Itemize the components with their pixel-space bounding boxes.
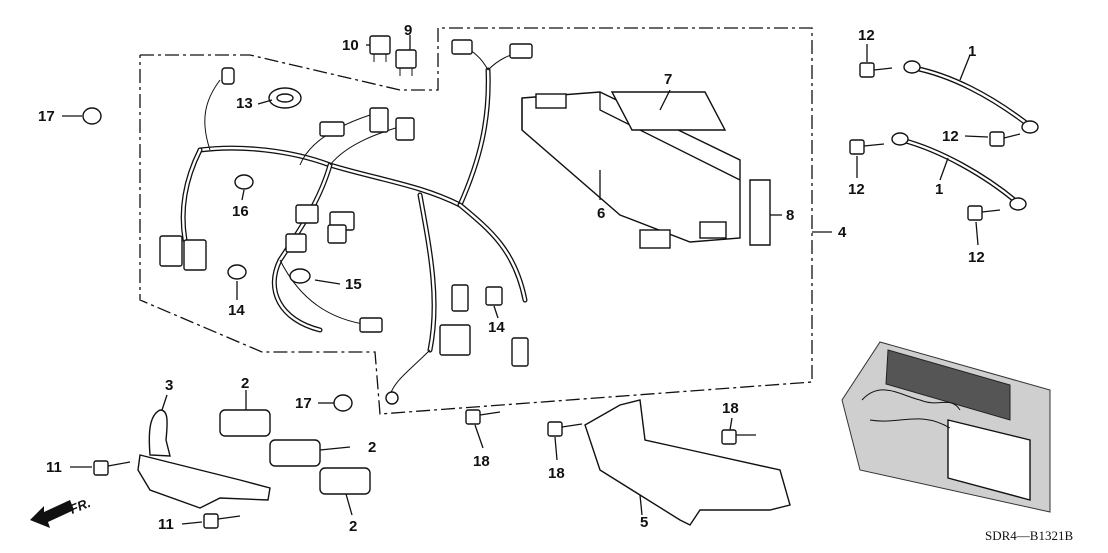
label-17: 17: [38, 108, 55, 125]
assembly-outline: [139, 27, 832, 415]
front-direction-label: FR.: [68, 495, 93, 517]
bolts: [82, 107, 756, 529]
leader-lines: [62, 35, 989, 525]
label-8: 8: [786, 207, 794, 224]
label-6: 6: [597, 205, 605, 222]
label-10: 10: [342, 37, 359, 54]
wire-harness: [159, 39, 533, 405]
diagram-code: SDR4—B1321B: [985, 528, 1073, 543]
label-12: 12: [848, 181, 865, 198]
label-2: 2: [349, 518, 357, 535]
label-5: 5: [640, 514, 648, 531]
label-17: 17: [295, 395, 312, 412]
label-14: 14: [488, 319, 505, 336]
label-13: 13: [236, 95, 253, 112]
label-12: 12: [968, 249, 985, 266]
part-labels: 1 1 2 2 2 3 4 5 6 7 8 9 10 11 11 12 12 1…: [38, 22, 985, 535]
label-18: 18: [548, 465, 565, 482]
label-11: 11: [158, 516, 174, 533]
label-3: 3: [165, 377, 173, 394]
label-18: 18: [473, 453, 490, 470]
vehicle-inset: [841, 341, 1051, 513]
label-2: 2: [368, 439, 376, 456]
label-4: 4: [838, 224, 847, 241]
label-16: 16: [232, 203, 249, 220]
label-18: 18: [722, 400, 739, 417]
label-9: 9: [404, 22, 412, 39]
relays: [369, 35, 417, 76]
junction-box: [521, 91, 771, 249]
label-7: 7: [664, 71, 672, 88]
label-2: 2: [241, 375, 249, 392]
label-1: 1: [968, 43, 976, 60]
label-11: 11: [46, 459, 62, 476]
label-1: 1: [935, 181, 943, 198]
label-12: 12: [942, 128, 959, 145]
battery-cables: [849, 60, 1039, 221]
label-12: 12: [858, 27, 875, 44]
label-15: 15: [345, 276, 362, 293]
label-14: 14: [228, 302, 245, 319]
front-direction-arrow: FR.: [30, 495, 93, 528]
brackets: [137, 399, 791, 526]
